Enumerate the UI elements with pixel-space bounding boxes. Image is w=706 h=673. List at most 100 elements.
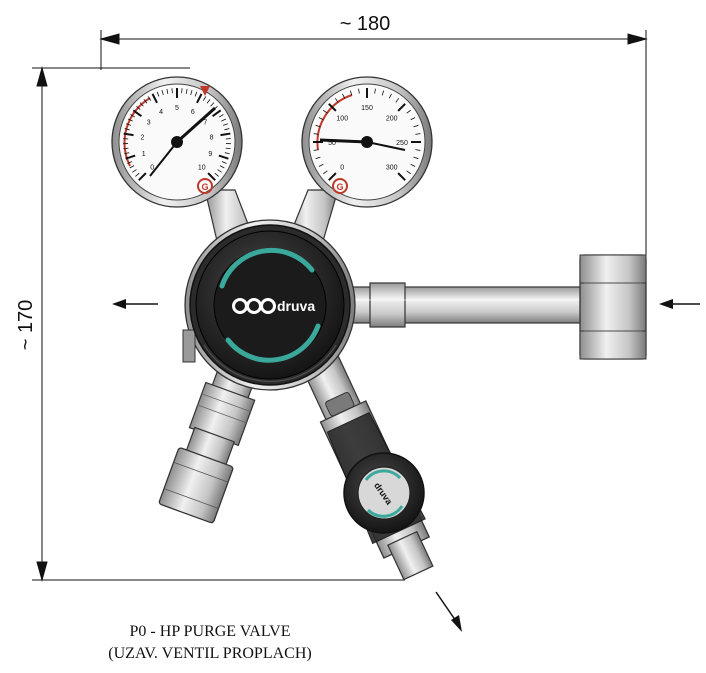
right-gauge-tick [395, 98, 400, 103]
width-dimension [99, 30, 648, 262]
right-gauge-scale-number: 100 [336, 115, 348, 122]
left-gauge-tick [207, 172, 216, 181]
left-gauge-tick [138, 172, 147, 181]
left-gauge-scale-number: 6 [191, 109, 195, 116]
left-gauge-tick [127, 118, 133, 122]
left-gauge-tick [147, 96, 152, 101]
right-gauge-tick [413, 124, 419, 128]
regulator-knob-face [213, 247, 327, 363]
left-gauge-tick [123, 132, 134, 137]
right-gauge-tick [323, 170, 328, 175]
inlet-arrow-right [659, 299, 700, 309]
left-gauge-tick [220, 132, 231, 137]
right-gauge-tick [413, 156, 419, 160]
left-gauge-tick [225, 147, 231, 150]
right-gauge-scale-number: 150 [361, 105, 373, 112]
left-gauge-scale-number: 0 [150, 165, 154, 172]
right-gauge-tick [328, 103, 337, 112]
right-gauge-tick [381, 90, 385, 96]
width-dimension-label: ~ 180 [340, 13, 391, 35]
right-gauge-scale-number: 50 [328, 140, 336, 147]
right-gauge-tick [315, 124, 321, 128]
left-gauge-tick [124, 128, 130, 131]
outlet-arrow-left [112, 299, 158, 309]
left-gauge-scale-number: 8 [210, 135, 214, 142]
right-gauge-symbol: G [336, 182, 343, 192]
left-gauge-tick [143, 99, 148, 104]
left-gauge-tick [210, 102, 215, 107]
left-gauge-tick [224, 128, 230, 131]
left-gauge-tick [136, 105, 141, 110]
right-gauge-tick [410, 117, 416, 121]
left-gauge-tick [217, 169, 222, 173]
right-gauge-tick [342, 93, 346, 99]
right-gauge-tick [313, 133, 319, 135]
right-gauge-tick [318, 163, 324, 167]
right-gauge-tick [315, 156, 321, 160]
left-gauge-tick [219, 165, 225, 169]
left-gauge-tick [212, 109, 222, 117]
left-gauge-tick [185, 88, 188, 94]
left-gauge-scale-number: 5 [175, 105, 179, 112]
caption: P0 - HP PURGE VALVE (UZAV. VENTIL PROPLA… [60, 621, 360, 665]
caption-line-1: P0 - HP PURGE VALVE [129, 623, 291, 640]
inlet-pipe [349, 282, 583, 328]
right-gauge-tick [323, 109, 328, 114]
left-gauge-scale-number: 7 [203, 119, 207, 126]
right-gauge-tick [415, 149, 421, 151]
left-gauge-tick [218, 154, 229, 160]
left-gauge-tick [221, 161, 227, 164]
left-gauge-tick [129, 165, 135, 169]
left-gauge-tick [124, 152, 130, 155]
left-gauge-tick [218, 114, 224, 118]
height-dimension [32, 66, 405, 582]
right-gauge-tick [374, 88, 376, 94]
left-gauge-tick [161, 90, 164, 96]
left-gauge-tick [214, 172, 219, 177]
height-dimension-label: ~ 170 [15, 300, 37, 351]
right-gauge-tick [313, 149, 319, 151]
left-gauge-tick [190, 90, 193, 96]
left-gauge-tick [126, 123, 132, 126]
right-gauge-tick [406, 109, 411, 114]
right-gauge-scale-number: 250 [396, 140, 408, 147]
right-gauge-tick [406, 170, 411, 175]
left-gauge-scale-number: 9 [208, 151, 212, 158]
left-gauge-tick [151, 93, 158, 104]
left-gauge-tick [224, 152, 230, 155]
left-gauge-tick [139, 102, 144, 107]
left-gauge-symbol: G [201, 182, 208, 192]
right-gauge-tick [358, 88, 360, 94]
right-gauge-tick [349, 90, 353, 96]
purge-arrow-down [435, 591, 462, 632]
left-gauge-scale-number: 10 [198, 165, 206, 172]
right-gauge-tick [397, 172, 406, 181]
left-gauge-tick [202, 96, 207, 101]
left-gauge-scale-number: 4 [159, 109, 163, 116]
right-gauge-scale-number: 0 [340, 165, 344, 172]
right-gauge-tick [410, 163, 416, 167]
left-gauge-tick [166, 88, 169, 94]
left-gauge-tick [222, 123, 228, 126]
left-gauge-tick [206, 99, 211, 104]
right-gauge-tick [334, 98, 339, 103]
left-gauge-tick [125, 154, 136, 160]
left-gauge-scale-number: 1 [142, 151, 146, 158]
purge-valve-handle: druva [343, 452, 425, 534]
left-gauge-tick [135, 172, 140, 177]
left-gauge-scale-number: 3 [147, 119, 151, 126]
brand-logo: druva [232, 298, 315, 314]
left-gauge-tick [221, 118, 227, 122]
right-gauge-tick [328, 172, 337, 181]
left-gauge-tick [156, 91, 160, 97]
left-gauge-tick [196, 93, 203, 104]
caption-line-2: (UZAV. VENTIL PROPLACH) [108, 645, 312, 662]
right-gauge-tick [415, 133, 421, 135]
left-gauge-scale-number: 2 [140, 135, 144, 142]
right-gauge-scale-number: 300 [386, 165, 398, 172]
left-gauge-tick [123, 147, 129, 150]
right-gauge-tick [388, 93, 392, 99]
left-gauge-tick [132, 109, 142, 117]
inlet-nut [579, 254, 647, 360]
